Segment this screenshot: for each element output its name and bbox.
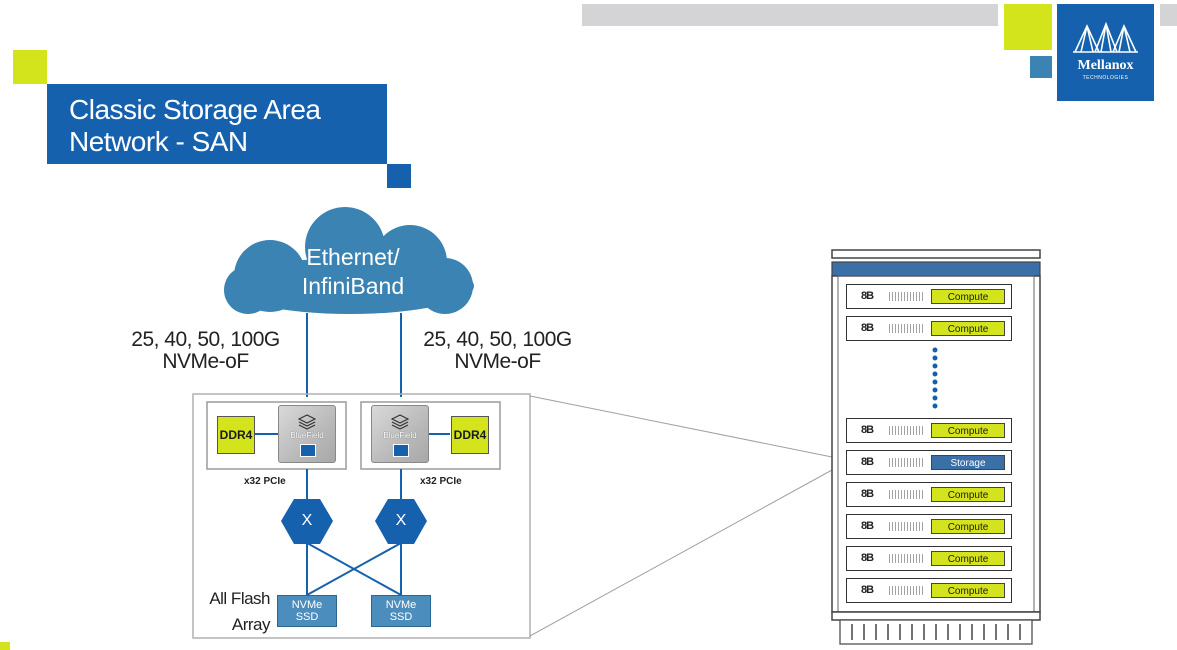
vent-grille xyxy=(889,554,925,563)
layers-icon xyxy=(298,414,316,430)
rack-slot: 8B Compute xyxy=(846,316,1012,341)
nvme-ssd-left: NVMe SSD xyxy=(277,595,337,627)
accent-square-blue-top xyxy=(1030,56,1052,78)
rack-slot: 8B Compute xyxy=(846,514,1012,539)
slot-handle-icon: 8B xyxy=(861,584,874,596)
slot-handle-icon: 8B xyxy=(861,322,874,334)
slot-tag-storage: Storage xyxy=(931,455,1005,470)
slot-tag-compute: Compute xyxy=(931,321,1005,336)
ssd-left-line-1: NVMe xyxy=(291,599,323,611)
bluefield-chip-left: BlueField xyxy=(278,405,336,463)
pcie-label-left: x32 PCIe xyxy=(244,476,286,487)
vent-grille xyxy=(889,292,925,301)
rack-slot: 8B Compute xyxy=(846,284,1012,309)
header-bar-grey xyxy=(582,4,998,26)
title-line-2: Network - SAN xyxy=(69,126,248,157)
zoom-line-top xyxy=(529,395,833,458)
rack-slot: 8B Compute xyxy=(846,482,1012,507)
pcie-label-right: x32 PCIe xyxy=(420,476,462,487)
rack-slot: 8B Compute xyxy=(846,418,1012,443)
cloud-label-line-2: InfiniBand xyxy=(301,273,405,299)
ssd-right-line-1: NVMe xyxy=(385,599,417,611)
switch-label-left: X xyxy=(301,512,313,529)
slot-handle-icon: 8B xyxy=(861,552,874,564)
slot-tag-compute: Compute xyxy=(931,551,1005,566)
array-label-line-1: All Flash xyxy=(209,589,270,608)
title-line-1: Classic Storage Area xyxy=(69,94,321,125)
vent-grille xyxy=(889,458,925,467)
zoom-line-bottom xyxy=(529,469,833,637)
rack-feet-ticks xyxy=(851,624,1021,640)
slot-tag-compute: Compute xyxy=(931,487,1005,502)
cloud-label-line-1: Ethernet/ xyxy=(306,244,400,270)
vent-grille xyxy=(889,586,925,595)
ssd-left-line-2: SSD xyxy=(295,611,319,623)
link-speed-right: 25, 40, 50, 100G xyxy=(423,328,572,351)
vent-grille xyxy=(889,324,925,333)
slot-tag-compute: Compute xyxy=(931,423,1005,438)
rack-slot: 8B Storage xyxy=(846,450,1012,475)
chip-badge-right xyxy=(393,444,409,457)
switch-label-right: X xyxy=(395,512,407,529)
slot-tag-compute: Compute xyxy=(931,289,1005,304)
slot-handle-icon: 8B xyxy=(861,424,874,436)
logo-name: Mellanox xyxy=(1077,58,1134,73)
bluefield-chip-right: BlueField xyxy=(371,405,429,463)
accent-square-green-top xyxy=(1004,4,1052,50)
slot-handle-icon: 8B xyxy=(861,456,874,468)
page-title: Classic Storage Area Network - SAN xyxy=(47,84,387,164)
accent-square-blue-title xyxy=(387,164,411,188)
switch-ssd-right-left xyxy=(306,542,402,596)
accent-square-green-title xyxy=(13,50,47,84)
array-label: All Flash Array xyxy=(186,586,270,638)
rack-slot: 8B Compute xyxy=(846,546,1012,571)
link-protocol-right: NVMe-oF xyxy=(454,350,541,373)
array-frame xyxy=(192,393,531,639)
logo-subtitle: TECHNOLOGIES xyxy=(1082,75,1129,81)
cloud-label: Ethernet/ InfiniBand xyxy=(268,243,438,301)
switch-hex-left xyxy=(281,499,333,544)
vent-grille xyxy=(889,522,925,531)
slot-handle-icon: 8B xyxy=(861,290,874,302)
slot-handle-icon: 8B xyxy=(861,488,874,500)
chip-name-right: BlueField xyxy=(383,431,417,440)
rack-slot: 8B Compute xyxy=(846,578,1012,603)
ddr4-memory-left: DDR4 xyxy=(217,416,255,454)
chip-name-left: BlueField xyxy=(290,431,324,440)
slot-handle-icon: 8B xyxy=(861,520,874,532)
ddr4-memory-right: DDR4 xyxy=(451,416,489,454)
chip-badge-left xyxy=(300,444,316,457)
cloud-shape xyxy=(224,207,474,314)
rack-ellipsis-dots xyxy=(932,347,938,409)
nvme-ssd-right: NVMe SSD xyxy=(371,595,431,627)
link-label-right: 25, 40, 50, 100G NVMe-oF xyxy=(410,329,585,373)
link-protocol-left: NVMe-oF xyxy=(162,350,249,373)
bridge-icon xyxy=(1073,21,1138,53)
link-label-left: 25, 40, 50, 100G NVMe-oF xyxy=(118,329,293,373)
switch-hex-right xyxy=(375,499,427,544)
slot-tag-compute: Compute xyxy=(931,519,1005,534)
vent-grille xyxy=(889,490,925,499)
ssd-right-line-2: SSD xyxy=(389,611,413,623)
slot-tag-compute: Compute xyxy=(931,583,1005,598)
mellanox-logo: Mellanox TECHNOLOGIES xyxy=(1057,4,1154,101)
vent-grille xyxy=(889,426,925,435)
header-bar-grey-right xyxy=(1160,4,1177,26)
link-speed-left: 25, 40, 50, 100G xyxy=(131,328,280,351)
accent-square-green-bottom xyxy=(0,642,10,650)
array-label-line-2: Array xyxy=(231,615,271,634)
layers-icon xyxy=(391,414,409,430)
